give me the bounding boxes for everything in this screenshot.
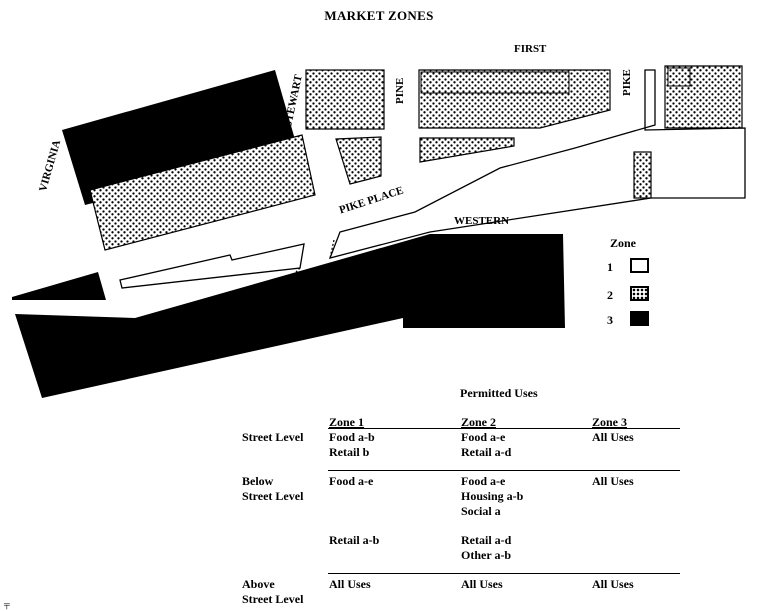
scan-mark: ╤ (4, 600, 10, 609)
street-label-western: WESTERN (454, 215, 510, 227)
zone2-small-block (335, 136, 382, 185)
table-rule (328, 573, 680, 574)
zone2-pike-place-block (89, 134, 316, 251)
permitted-uses-title: Permitted Uses (460, 386, 538, 400)
zone2-pike-corner-block (664, 65, 743, 129)
cell-street-zone2: Food a-e (461, 430, 506, 444)
zone2-first-block (418, 69, 611, 129)
legend-label-zone1: 1 (607, 260, 613, 274)
street-label-pine: PINE (394, 77, 406, 104)
cell-below-retail-zone2: Other a-b (461, 548, 512, 562)
row-label-below: Below (242, 474, 274, 488)
column-header-zone2: Zone 2 (461, 415, 497, 429)
zone1-corner-inner (667, 67, 691, 87)
cell-street-zone3: All Uses (592, 430, 634, 444)
row-label-above-street-level: Street Level (242, 592, 304, 606)
zone2-stewart-block (305, 69, 385, 130)
legend-title: Zone (610, 236, 637, 250)
cell-above-zone1: All Uses (329, 577, 371, 591)
cell-street-zone1: Food a-b (329, 430, 375, 444)
cell-below-zone2: Food a-e (461, 474, 506, 488)
zone2-pine-lower-block (419, 137, 515, 163)
row-label-below-street-level: Street Level (242, 489, 304, 503)
table-rule (328, 428, 680, 429)
street-label-pike: PIKE (621, 69, 633, 96)
legend-swatch-zone2 (630, 286, 649, 301)
cell-below-zone3: All Uses (592, 474, 634, 488)
cell-below-zone1: Food a-e (329, 474, 374, 488)
legend-swatch-zone1 (630, 258, 649, 273)
zone2-pike-small-block (633, 151, 652, 199)
row-label-street-level: Street Level (242, 430, 304, 444)
cell-below-zone2: Social a (461, 504, 501, 518)
row-label-above: Above (242, 577, 275, 591)
cell-below-zone2: Housing a-b (461, 489, 524, 503)
cell-street-zone1: Retail b (329, 445, 370, 459)
zone1-pike-place-strip (119, 243, 305, 289)
zone3-waterfront (15, 234, 565, 398)
column-header-zone3: Zone 3 (592, 415, 628, 429)
legend-label-zone3: 3 (607, 313, 613, 327)
zone1-market-arcade (328, 69, 746, 259)
cell-above-zone2: All Uses (461, 577, 503, 591)
table-rule (328, 470, 680, 471)
legend-label-zone2: 2 (607, 288, 613, 302)
legend-swatch-zone3 (630, 311, 649, 326)
cell-street-zone2: Retail a-d (461, 445, 512, 459)
cell-below-retail-zone1: Retail a-b (329, 533, 380, 547)
street-label-first: FIRST (514, 43, 547, 55)
zone3-virginia-block (62, 70, 298, 205)
zone3-west-wedge (12, 272, 106, 300)
cell-below-retail-zone2: Retail a-d (461, 533, 512, 547)
zone1-first-inner (420, 71, 570, 94)
column-header-zone1: Zone 1 (329, 415, 365, 429)
cell-above-zone3: All Uses (592, 577, 634, 591)
map-title: MARKET ZONES (324, 8, 434, 23)
